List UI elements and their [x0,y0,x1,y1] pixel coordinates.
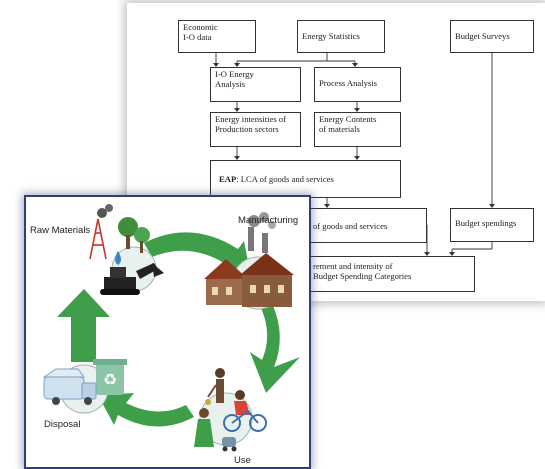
energy-intensities-box: Energy intensities of Production sectors [210,112,301,147]
manufacturing-label: Manufacturing [238,215,299,226]
budget-spendings-box: Budget spendings [450,208,534,242]
arrow-right [250,295,300,393]
svg-text:♻: ♻ [103,370,117,389]
io-energy-analysis-box: I-O Energy Analysis [210,67,301,102]
lifecycle-card: ♻ Raw Materials Manufacturing Use Dispos… [24,195,311,469]
lifecycle-diagram: ♻ [42,204,300,452]
raw-materials-label: Raw Materials [30,225,91,236]
requirement-intensity-box: rement and intensity of Budget Spending … [282,256,475,292]
energy-statistics-box: Energy Statistics [297,20,385,53]
process-analysis-box: Process Analysis [314,67,401,102]
budget-surveys-box: Budget Surveys [450,20,534,53]
arrow-bottom [98,393,194,427]
energy-contents-box: Energy Contents of materials [314,112,401,147]
flowchart-connectors [213,52,495,256]
disposal-icon: ♻ [42,359,127,414]
factory-icon [204,212,294,310]
eap-box: EAP: LCA of goods and services [210,160,401,198]
use-people-icon [194,368,267,452]
raw-materials-icon [89,204,164,295]
arrow-left [57,289,110,362]
economic-io-box: Economic I-O data [178,20,256,53]
disposal-label: Disposal [44,419,81,430]
use-label: Use [234,455,251,466]
